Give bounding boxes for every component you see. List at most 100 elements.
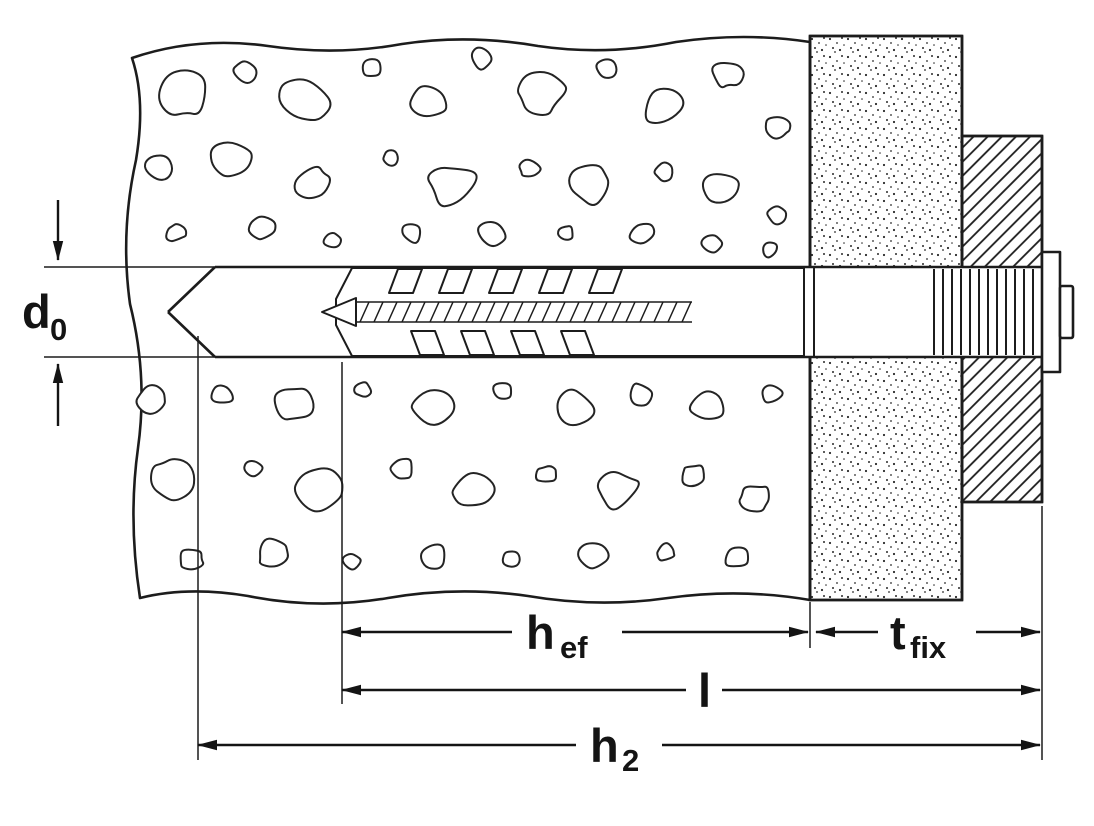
stone — [517, 71, 568, 116]
thread-line — [527, 301, 538, 323]
stone — [209, 141, 253, 178]
stone — [341, 552, 362, 571]
thread-line — [555, 301, 566, 323]
drill-hole-cutout — [168, 267, 1042, 357]
h2-label-main: h — [590, 719, 619, 772]
thread-line — [499, 301, 510, 323]
stone — [361, 58, 382, 77]
stone — [322, 231, 342, 249]
thread-line — [541, 301, 552, 323]
stone — [628, 222, 656, 245]
stone — [629, 382, 654, 407]
stone — [534, 465, 557, 483]
stone — [724, 546, 750, 568]
d0-label-main: d — [22, 285, 51, 338]
stone — [451, 472, 496, 507]
h2-label-sub: 2 — [622, 743, 639, 778]
aggregate-stones — [135, 46, 792, 571]
thread-line — [611, 301, 622, 323]
thread-line — [457, 301, 468, 323]
stone — [577, 542, 610, 570]
thread-line — [471, 301, 482, 323]
stone — [596, 470, 640, 511]
stone — [293, 165, 331, 200]
plug-expansion-slots — [388, 268, 623, 356]
plug-expansion-slot — [460, 330, 495, 356]
stone — [688, 390, 725, 420]
stone — [492, 382, 513, 400]
thread-line — [387, 301, 398, 323]
thread-line — [373, 301, 384, 323]
stone — [470, 46, 493, 71]
hef-label-main: h — [526, 606, 555, 659]
drill-tip-lower — [167, 311, 216, 358]
stone — [700, 234, 724, 254]
thread-line — [429, 301, 440, 323]
stone — [653, 161, 674, 183]
thread-line — [667, 301, 678, 323]
stone — [420, 543, 446, 570]
stone — [135, 384, 166, 415]
tfix-label-sub: fix — [910, 630, 947, 665]
thread-line — [485, 301, 496, 323]
stone — [738, 485, 770, 513]
thread-line — [653, 301, 664, 323]
stone — [595, 58, 618, 79]
drill-tip-upper — [167, 266, 216, 313]
stone — [243, 459, 264, 478]
stone — [410, 389, 456, 426]
thread-line — [415, 301, 426, 323]
d0-label-sub: 0 — [50, 312, 67, 347]
stone — [477, 221, 507, 248]
stone — [273, 387, 315, 421]
tfix-label-main: t — [890, 606, 906, 659]
stone — [518, 158, 542, 178]
thread-line — [625, 301, 636, 323]
stone — [427, 166, 478, 208]
stone — [711, 61, 745, 89]
dimensions: d 0 h ef t fix l h 2 — [22, 200, 1043, 778]
thread-line — [401, 301, 412, 323]
stone — [568, 164, 610, 206]
stone — [232, 60, 258, 84]
thread-line — [597, 301, 608, 323]
thread-line — [359, 301, 370, 323]
thread-line — [639, 301, 650, 323]
thread-line — [681, 301, 692, 323]
plug-expansion-slot — [410, 330, 445, 356]
plug-expansion-slot — [438, 268, 473, 294]
stone — [165, 223, 188, 243]
stone — [293, 467, 344, 513]
stone — [556, 388, 596, 427]
stone — [656, 542, 676, 562]
stone — [143, 154, 174, 181]
plug-expansion-slot — [510, 330, 545, 356]
stone — [766, 205, 788, 226]
stone — [501, 550, 521, 568]
stone — [557, 225, 574, 241]
stone — [247, 215, 277, 241]
plug-expansion-slot — [488, 268, 523, 294]
stone — [761, 384, 784, 404]
plug-expansion-slot — [560, 330, 595, 356]
stone — [353, 381, 373, 398]
plug-expansion-slot — [388, 268, 423, 294]
stone — [150, 458, 196, 502]
stone — [389, 457, 413, 480]
plug-expansion-slot — [538, 268, 573, 294]
stone — [409, 85, 448, 118]
plug-expansion-slot — [588, 268, 623, 294]
stone — [179, 548, 205, 571]
stone — [762, 241, 779, 259]
stone — [644, 87, 685, 124]
screw-ribbed-section — [933, 269, 1034, 355]
stone — [158, 69, 207, 116]
screw-head-plate — [1040, 250, 1062, 374]
stone — [681, 464, 705, 488]
thread-line — [569, 301, 580, 323]
stone — [278, 78, 332, 122]
l-label-main: l — [698, 664, 711, 717]
stone — [210, 384, 234, 404]
screw-thread-spiral — [359, 301, 692, 323]
